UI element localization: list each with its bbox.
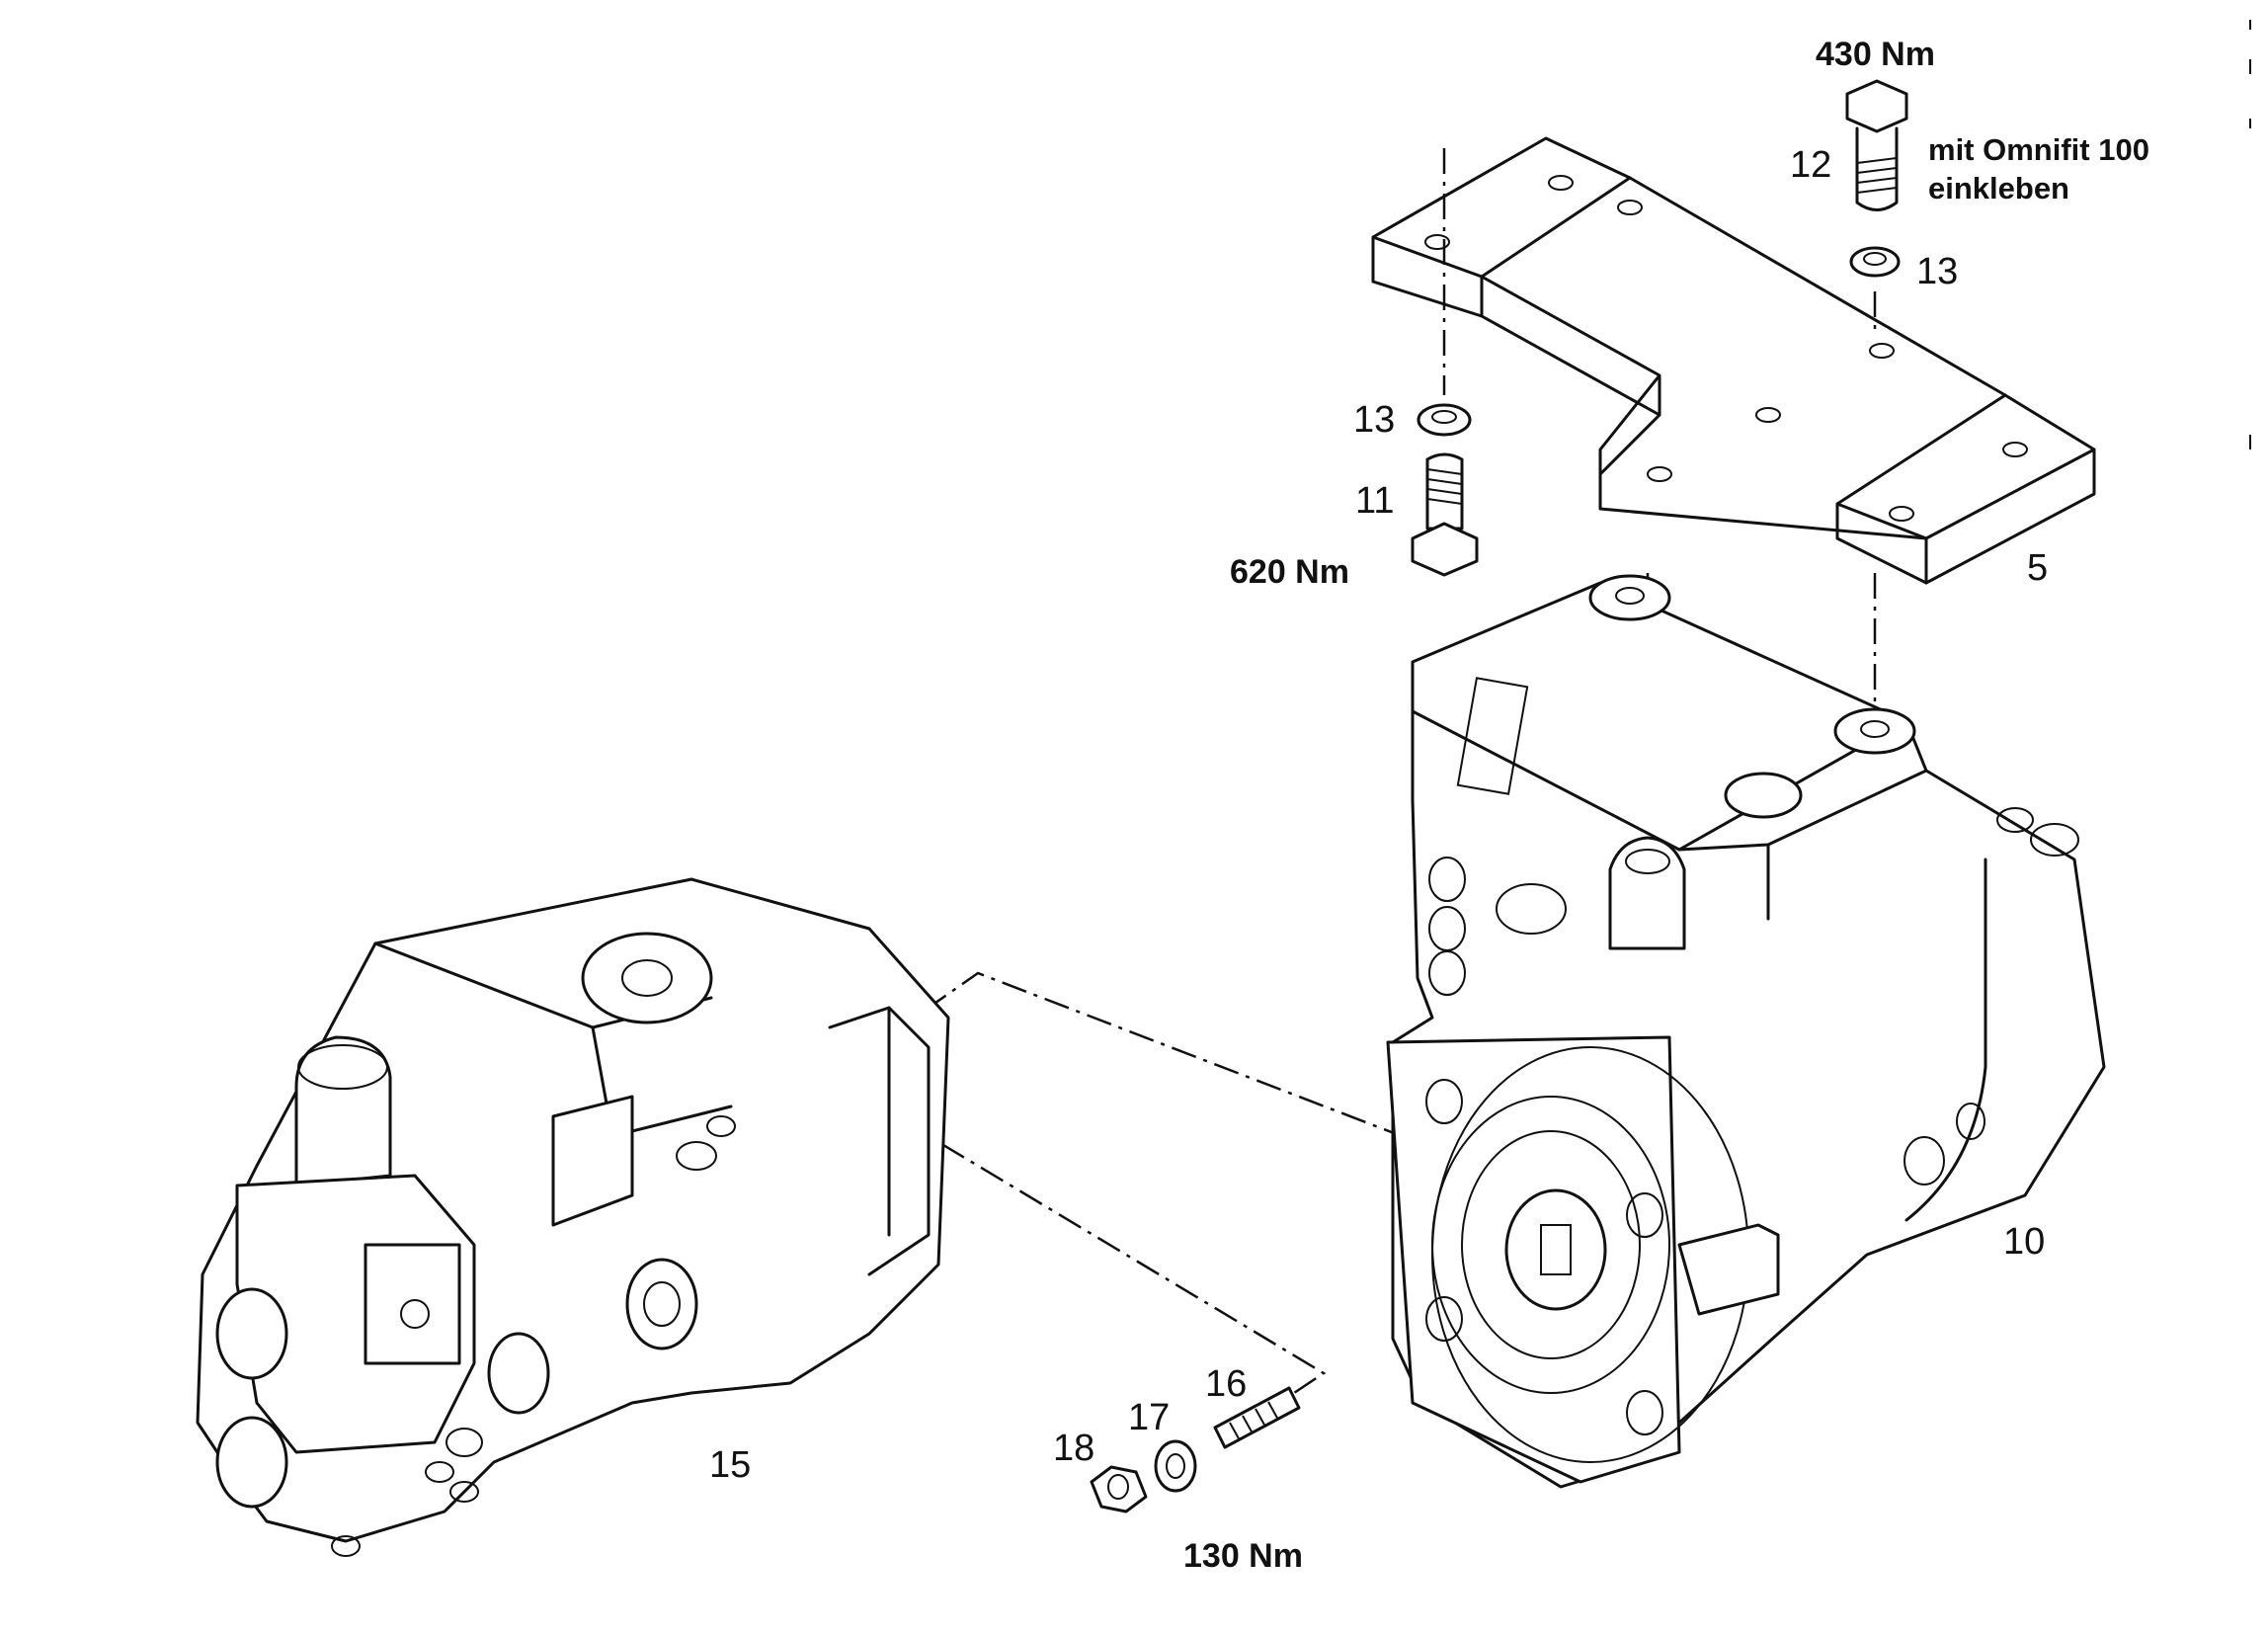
part-number-15: 15 [709,1444,752,1486]
stud-part-16 [1213,1386,1301,1449]
part-number-18: 18 [1053,1428,1095,1469]
torque-label-620: 620 Nm [1230,553,1349,591]
part-number-13-top: 13 [1916,251,1959,292]
part-number-16: 16 [1205,1363,1248,1405]
bracket-part-5 [1371,136,2096,585]
bolt-part-12 [1845,79,1908,211]
washer-part-13-top [1849,246,1901,278]
nut-part-18 [1090,1465,1148,1513]
washer-part-13-left [1417,403,1472,437]
note-line-1: mit Omnifit 100 [1928,132,2149,167]
part-number-11: 11 [1355,480,1395,522]
part-number-17: 17 [1128,1397,1171,1438]
note-line-2: einkleben [1928,171,2069,205]
part-number-12: 12 [1790,144,1832,186]
torque-label-430: 430 Nm [1816,36,1935,73]
part-number-13-left: 13 [1353,399,1396,441]
part-number-5: 5 [2027,547,2049,589]
pump-part-10 [1386,574,2106,1489]
washer-part-17 [1154,1439,1197,1493]
pump-part-15 [196,877,950,1557]
part-number-10: 10 [2003,1221,2046,1263]
bolt-part-11 [1411,452,1479,577]
torque-label-130: 130 Nm [1183,1537,1303,1575]
